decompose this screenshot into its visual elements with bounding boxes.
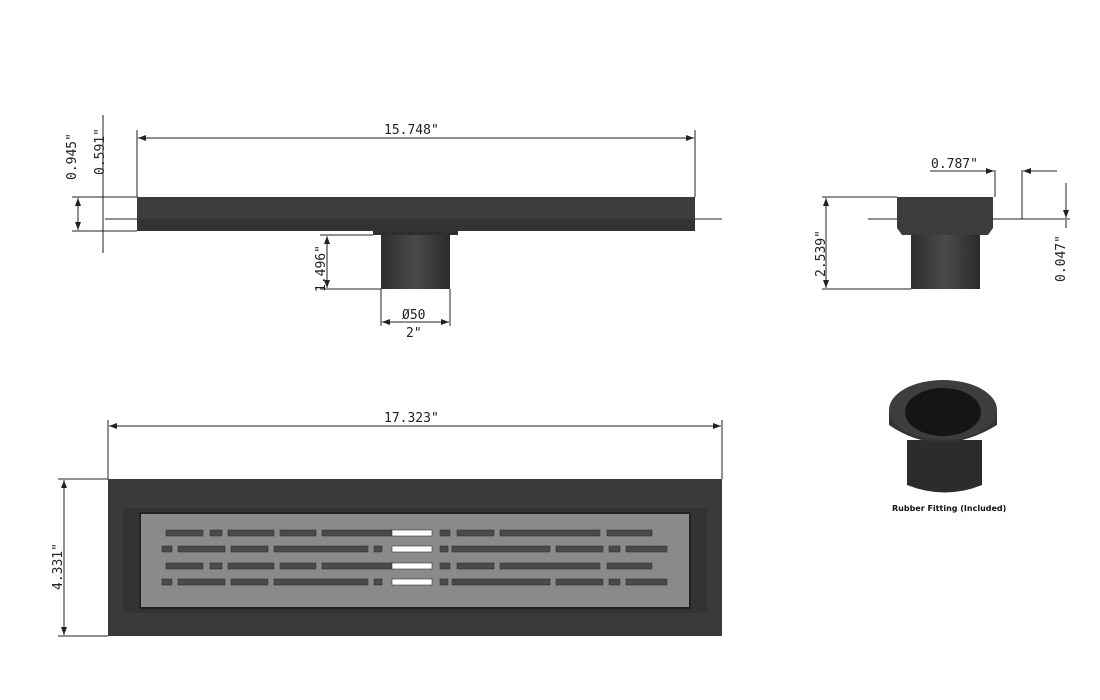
- grate-slot: [439, 545, 449, 553]
- grate-slot: [439, 529, 451, 537]
- grate-slot: [209, 529, 223, 537]
- end-width-label: 0.787": [931, 157, 978, 172]
- grate-slot: [451, 578, 551, 586]
- grate-slot: [177, 578, 226, 586]
- grate-slot: [161, 545, 173, 553]
- side-view: 15.748" 0.945" 0.591" 1.496" Ø50 2": [65, 115, 722, 341]
- grate-slot: [499, 529, 601, 537]
- grate-slot: [165, 562, 204, 570]
- total-height-label: 0.945": [65, 133, 80, 180]
- end-pipe: [911, 235, 980, 289]
- outlet-diameter-mm-label: Ø50: [402, 308, 425, 323]
- grate-slot: [227, 562, 275, 570]
- grate-slot: [439, 562, 451, 570]
- grate-slot: [555, 545, 604, 553]
- outlet-flange: [373, 231, 458, 235]
- grate-slot: [373, 545, 383, 553]
- outlet-pipe: [381, 235, 450, 289]
- grate-slot: [606, 562, 653, 570]
- grate-slot: [373, 578, 383, 586]
- grate-slot: [608, 578, 621, 586]
- grate-slot: [273, 545, 369, 553]
- channel-height-label: 0.591": [93, 128, 108, 175]
- grate-slot: [391, 545, 433, 553]
- grate-slot: [321, 529, 393, 537]
- grate-slot: [227, 529, 275, 537]
- grate-slot: [606, 529, 653, 537]
- grate-slots: [161, 529, 668, 586]
- fitting-caption: Rubber Fitting (Included): [892, 504, 1006, 513]
- top-width-label: 4.331": [51, 543, 66, 590]
- outlet-diameter-in-label: 2": [406, 326, 422, 341]
- grate-slot: [230, 545, 269, 553]
- grate-slot: [161, 578, 173, 586]
- grate-slot: [391, 562, 433, 570]
- grate-slot: [273, 578, 369, 586]
- channel-lower: [137, 219, 695, 231]
- grate-slot: [555, 578, 604, 586]
- grate-slot: [279, 529, 317, 537]
- grate-slot: [209, 562, 223, 570]
- grate-slot: [321, 562, 393, 570]
- grate: [139, 512, 691, 609]
- grate-slot: [177, 545, 226, 553]
- grate-slot: [165, 529, 204, 537]
- grate-slot: [279, 562, 317, 570]
- rubber-fitting: Rubber Fitting (Included): [889, 380, 1006, 513]
- grate-slot: [456, 529, 495, 537]
- grate-slot: [456, 562, 495, 570]
- top-view: 17.323" 4.331": [51, 411, 723, 637]
- grate-slot: [608, 545, 621, 553]
- grate-slot: [625, 545, 668, 553]
- grate-slot: [451, 545, 551, 553]
- channel-body: [137, 197, 695, 219]
- grate-slot: [391, 529, 433, 537]
- end-body: [897, 197, 993, 235]
- length-label: 15.748": [384, 123, 439, 138]
- outlet-height-label: 1.496": [314, 245, 329, 292]
- grate-slot: [499, 562, 601, 570]
- grate-slot: [230, 578, 269, 586]
- end-view: 2.539" 0.787" 0.047": [814, 157, 1070, 290]
- grate-slot: [625, 578, 668, 586]
- end-height-label: 2.539": [814, 230, 829, 277]
- grate-slot: [439, 578, 449, 586]
- grate-slot: [391, 578, 433, 586]
- flange-label: 0.047": [1054, 235, 1069, 282]
- top-length-label: 17.323": [384, 411, 439, 426]
